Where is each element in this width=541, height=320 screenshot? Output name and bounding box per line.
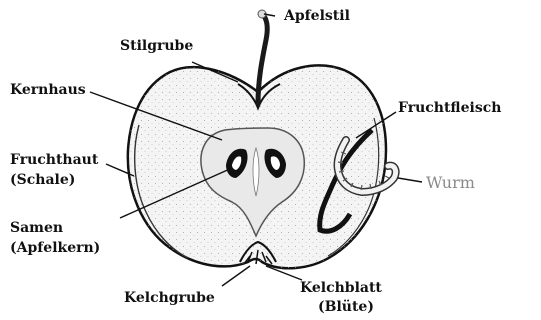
label-wurm: Wurm	[426, 174, 475, 191]
label-kelchblatt-bluete: (Blüte)	[318, 299, 374, 316]
label-samen: Samen	[10, 220, 63, 237]
label-fruchtfleisch: Fruchtfleisch	[398, 100, 501, 117]
label-kernhaus: Kernhaus	[10, 82, 86, 99]
label-samen-apfelkern: (Apfelkern)	[10, 240, 100, 257]
label-fruchthaut-schale: (Schale)	[10, 172, 75, 189]
label-kelchblatt: Kelchblatt	[300, 280, 382, 297]
label-stilgrube: Stilgrube	[120, 38, 193, 55]
label-fruchthaut: Fruchthaut	[10, 152, 98, 169]
label-apfelstil: Apfelstil	[284, 8, 350, 25]
label-kelchgrube: Kelchgrube	[124, 290, 215, 307]
